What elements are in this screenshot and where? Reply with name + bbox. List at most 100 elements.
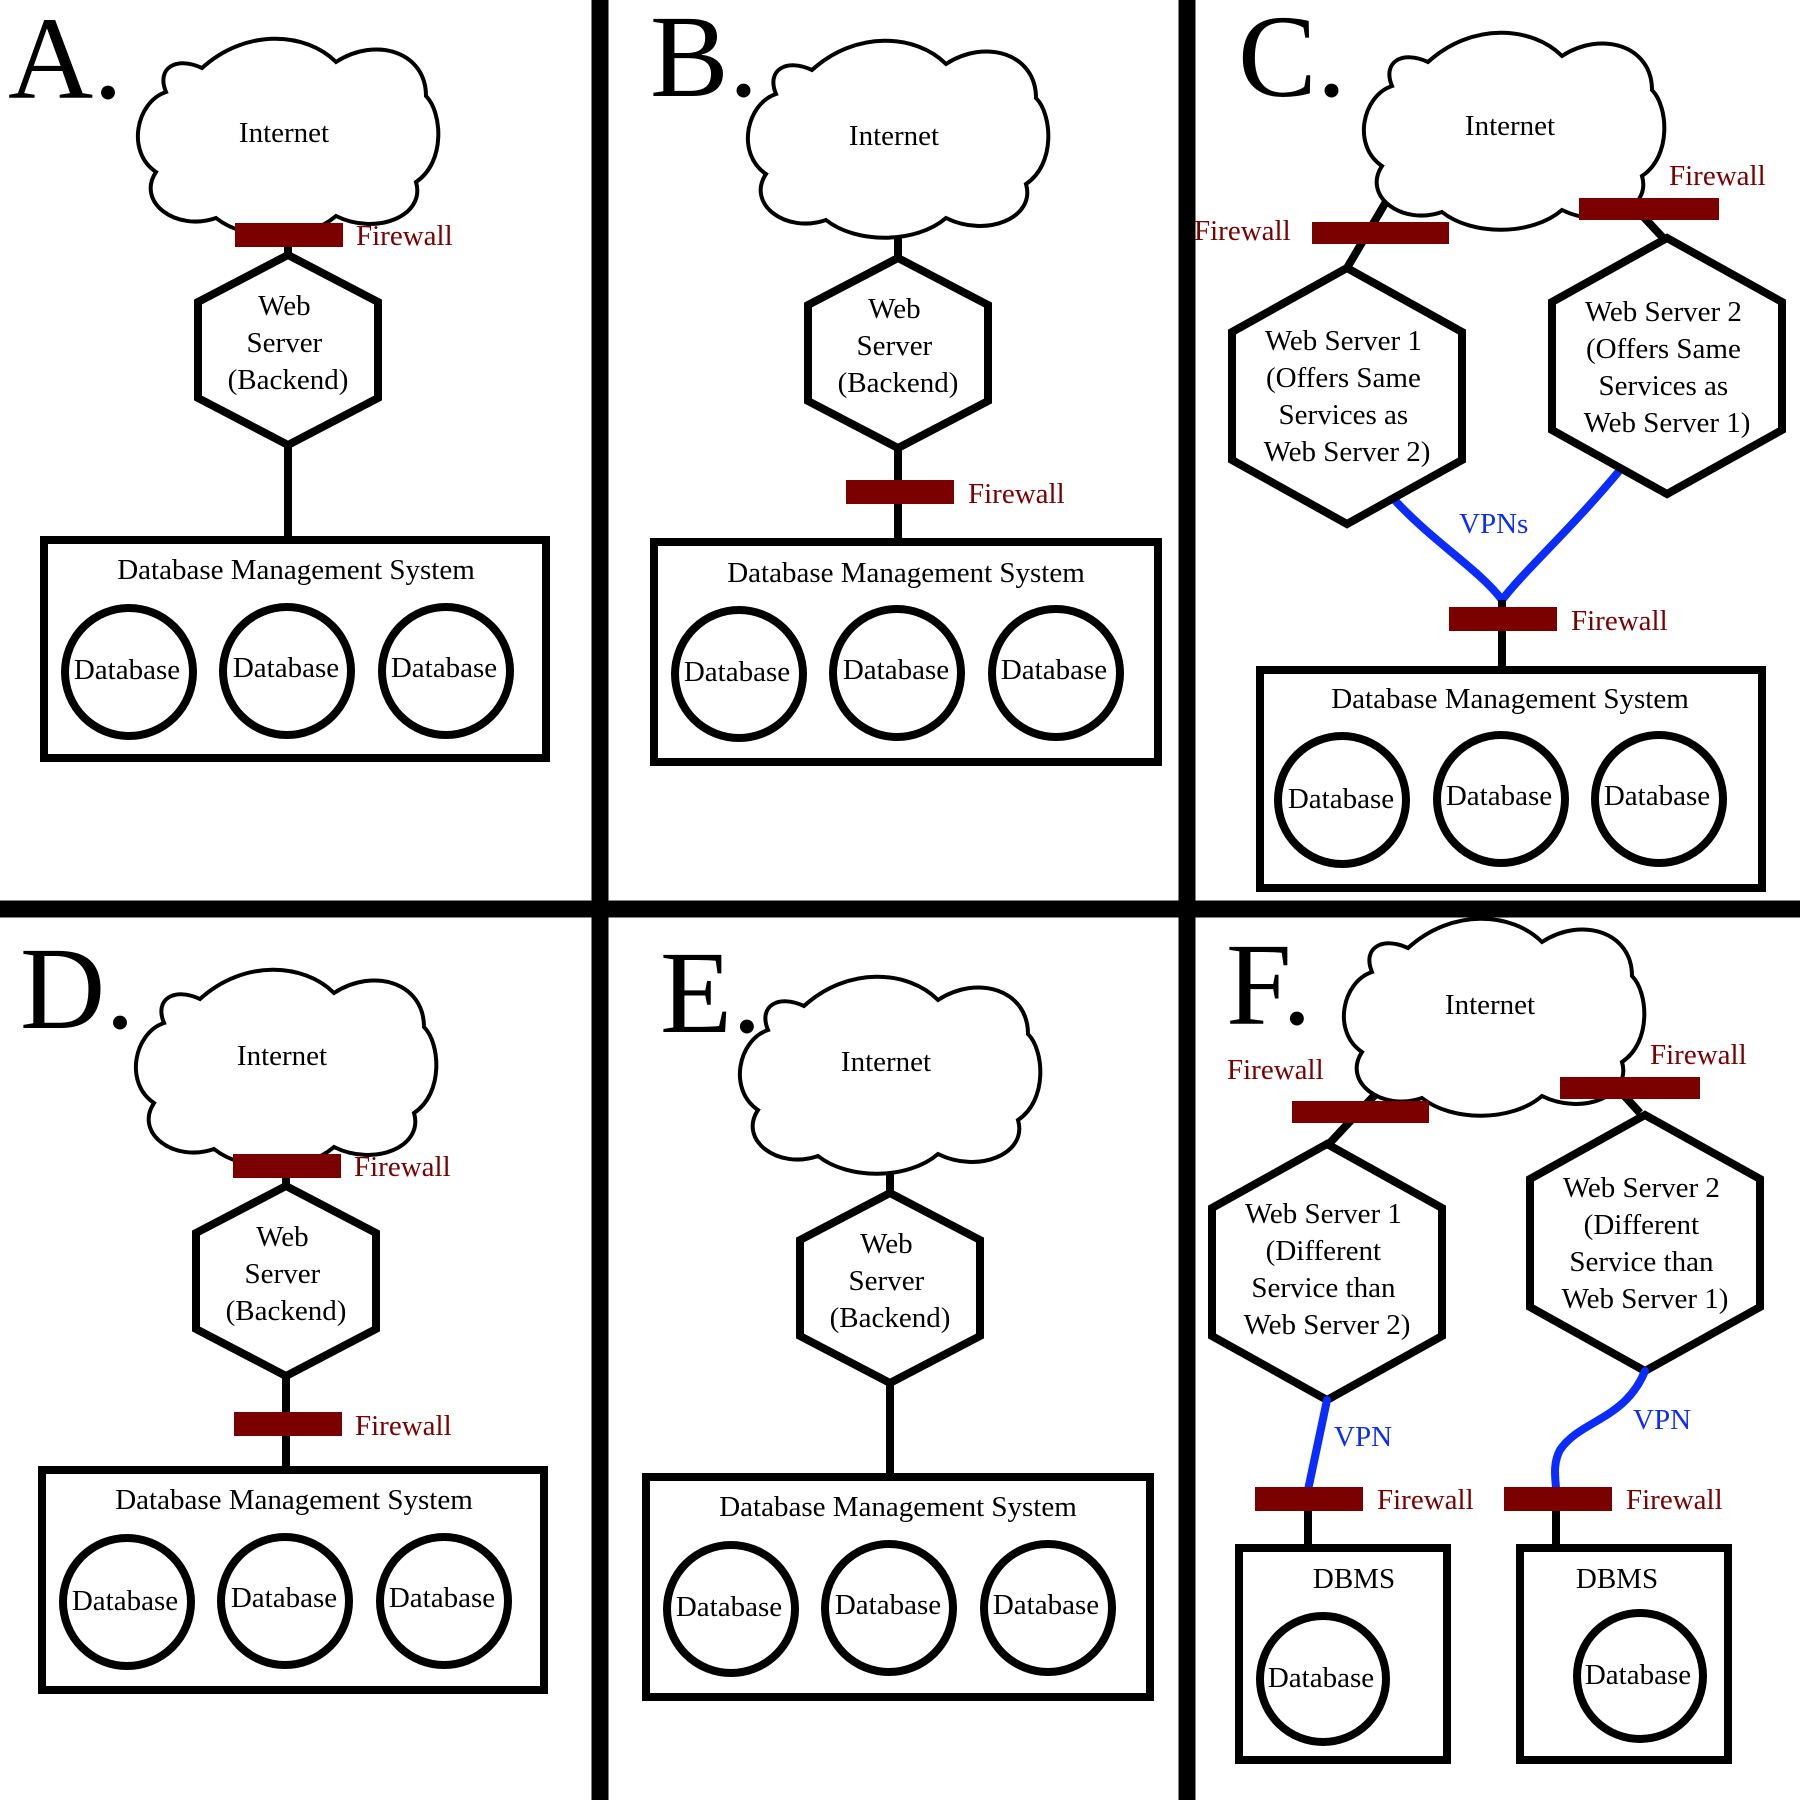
firewall-label: Firewall: [1377, 1484, 1474, 1516]
web-server-label-line: Web Server 1: [1265, 325, 1422, 357]
database-label: Database: [1001, 654, 1107, 686]
svg-text:Web Server 2 (Differen: Web Server 2 (Different Service than Web…: [1562, 1172, 1729, 1315]
web-server-label-line: Services as: [1599, 370, 1729, 402]
firewall-label: Firewall: [1626, 1484, 1723, 1516]
svg-text:Web Server 1 (Offers S: Web Server 1 (Offers Same Services as We…: [1264, 325, 1431, 468]
circle-icon: [663, 1541, 799, 1677]
hexagon-icon: [1232, 268, 1462, 524]
circle-icon: [1256, 1612, 1390, 1746]
dbms-label: Database Management System: [117, 554, 475, 586]
web-server-label-line: (Backend): [830, 1302, 951, 1334]
vpn-label: VPN: [1334, 1421, 1392, 1453]
web-server-label-line: (Offers Same: [1586, 333, 1741, 365]
database-right: Database: [1573, 1609, 1707, 1743]
web-server-label-line: Web Server 2): [1244, 1309, 1411, 1341]
firewall-label: Firewall: [1669, 160, 1766, 192]
firewall-label: Firewall: [1650, 1039, 1747, 1071]
database-3: Database: [1591, 731, 1727, 867]
internet-cloud: Internet: [737, 974, 1043, 1176]
firewall-label: Firewall: [1571, 605, 1668, 637]
web-server-label-line: Services as: [1279, 399, 1409, 431]
web-server-label-line: Server: [857, 330, 933, 362]
firewall-label: Firewall: [968, 478, 1065, 510]
internet-cloud: Internet: [135, 36, 441, 238]
hexagon-icon: [1552, 238, 1782, 494]
circle-icon: [1573, 1609, 1707, 1743]
web-server-1: Web Server 1 (Different Service than Web…: [1212, 1144, 1442, 1400]
database-2: Database: [1433, 731, 1569, 867]
database-label: Database: [1288, 783, 1394, 815]
circle-icon: [988, 605, 1124, 741]
firewall-label: Firewall: [356, 220, 453, 252]
web-server-2: Web Server 2 (Different Service than Web…: [1530, 1115, 1760, 1371]
database-2: Database: [217, 1533, 353, 1669]
svg-text:Web Server 1 (Differen: Web Server 1 (Different Service than Web…: [1244, 1198, 1411, 1341]
svg-text:Web Server (Ba: Web Server (Backend): [838, 293, 959, 399]
database-label: Database: [391, 652, 497, 684]
firewall-bar: [1560, 1077, 1700, 1099]
firewall-bar: [234, 1412, 342, 1436]
web-server-label-line: Service than: [1251, 1272, 1396, 1304]
web-server-label-line: Server: [245, 1258, 321, 1290]
database-label: Database: [676, 1591, 782, 1623]
firewall-label: Firewall: [355, 1410, 452, 1442]
database-label: Database: [1604, 780, 1710, 812]
circle-icon: [671, 606, 807, 742]
web-server-label-line: Web Server 1): [1562, 1283, 1729, 1315]
web-server-label-line: Web Server 1: [1245, 1198, 1402, 1230]
web-server-label-line: (Backend): [838, 367, 959, 399]
internet-label: Internet: [841, 1046, 931, 1078]
database-3: Database: [378, 603, 514, 739]
circle-icon: [1274, 732, 1410, 868]
database-label: Database: [231, 1582, 337, 1614]
database-label: Database: [835, 1589, 941, 1621]
vpn-connection-left: [1304, 1396, 1331, 1494]
database-2: Database: [821, 1540, 957, 1676]
web-server-label-line: (Different: [1266, 1235, 1381, 1267]
dbms-label: Database Management System: [727, 557, 1085, 589]
firewall-bar: [233, 1154, 341, 1178]
database-2: Database: [829, 605, 965, 741]
web-server-label-line: Web Server 2: [1585, 296, 1742, 328]
circle-icon: [378, 603, 514, 739]
database-1: Database: [61, 604, 197, 740]
web-server-label-line: Server: [247, 327, 323, 359]
database-label: Database: [389, 1582, 495, 1614]
web-server-label-line: (Offers Same: [1266, 362, 1421, 394]
database-label: Database: [684, 656, 790, 688]
web-server-label-line: Web Server 2: [1563, 1172, 1720, 1204]
panel-f: F. Internet Firewall Firewall Web Server…: [1212, 916, 1760, 1764]
database-1: Database: [663, 1541, 799, 1677]
database-1: Database: [1274, 732, 1410, 868]
panel-letter-a: A.: [8, 0, 123, 124]
internet-label: Internet: [237, 1040, 327, 1072]
svg-text:Web Server 2 (Offers S: Web Server 2 (Offers Same Services as We…: [1584, 296, 1751, 439]
web-server-label-line: Web: [868, 293, 920, 325]
database-label: Database: [1268, 1662, 1374, 1694]
web-server-label-line: Web Server 2): [1264, 436, 1431, 468]
web-server-2: Web Server 2 (Offers Same Services as We…: [1552, 238, 1782, 494]
database-label: Database: [233, 652, 339, 684]
dbms-label: Database Management System: [115, 1484, 473, 1516]
firewall-bar: [1579, 198, 1719, 220]
circle-icon: [1591, 731, 1727, 867]
dbms-label: DBMS: [1313, 1563, 1395, 1595]
circle-icon: [980, 1540, 1116, 1676]
firewall-bar: [1504, 1487, 1612, 1511]
database-label: Database: [843, 654, 949, 686]
web-server: Web Server (Backend): [800, 1193, 980, 1383]
web-server-label-line: Server: [849, 1265, 925, 1297]
panel-letter-c: C.: [1238, 0, 1346, 122]
internet-cloud: Internet: [1361, 30, 1667, 232]
panel-e: E. Internet Web Server (Backend) Databas…: [642, 927, 1154, 1701]
web-server-label-line: Web: [860, 1228, 912, 1260]
web-server: Web Server (Backend): [808, 258, 988, 448]
circle-icon: [217, 1533, 353, 1669]
web-server: Web Server (Backend): [198, 255, 378, 445]
firewall-bar: [235, 223, 343, 247]
firewall-label: Firewall: [1194, 215, 1291, 247]
database-1: Database: [671, 606, 807, 742]
database-label: Database: [74, 654, 180, 686]
svg-text:Web Server (Ba: Web Server (Backend): [228, 290, 349, 396]
